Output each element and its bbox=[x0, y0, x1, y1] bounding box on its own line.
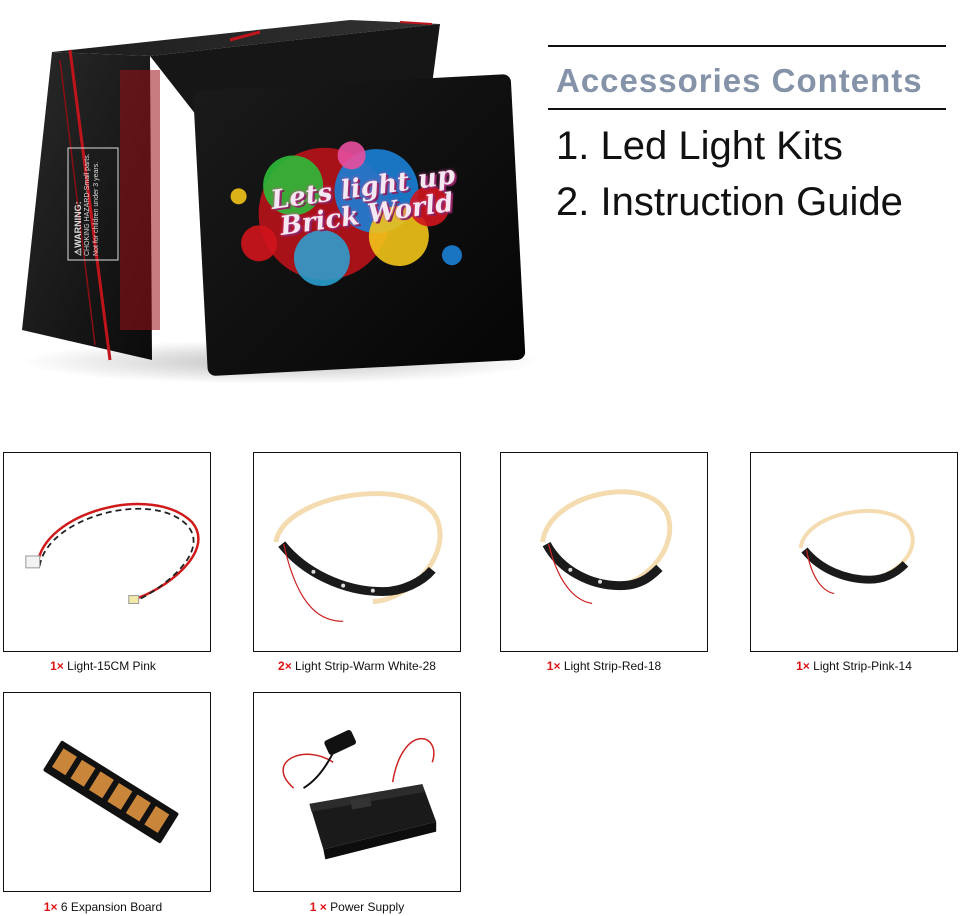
circuit-board-icon bbox=[43, 740, 179, 844]
product-label-2: Light Strip-Warm White-28 bbox=[295, 659, 436, 673]
product-thumb-light-15cm bbox=[3, 452, 211, 652]
product-qty-1: 1× bbox=[50, 659, 64, 673]
wire-icon bbox=[25, 502, 200, 604]
product-label-5: 6 Expansion Board bbox=[60, 900, 163, 914]
product-qty-4: 1× bbox=[796, 659, 810, 673]
contents-item-1: 1. Led Light Kits bbox=[556, 124, 843, 168]
box-warning: ⚠WARNING: CHOKING HAZARD-Small parts. No… bbox=[74, 152, 114, 256]
box-warning-text: CHOKING HAZARD-Small parts. Not for chil… bbox=[84, 153, 100, 256]
bottom-rule bbox=[548, 108, 946, 110]
product-caption-5: 1× 6 Expansion Board bbox=[0, 900, 233, 914]
product-caption-6: 1 × Power Supply bbox=[227, 900, 487, 914]
accessories-title: Accessories Contents bbox=[556, 62, 923, 99]
product-thumb-strip-warm-white bbox=[253, 452, 461, 652]
product-label-6: Power Supply bbox=[330, 900, 405, 914]
product-qty-6: 1 × bbox=[309, 900, 327, 914]
product-thumb-strip-red bbox=[500, 452, 708, 652]
product-qty-3: 1× bbox=[546, 659, 561, 673]
product-caption-4: 1× Light Strip-Pink-14 bbox=[724, 659, 966, 673]
product-caption-2: 2× Light Strip-Warm White-28 bbox=[227, 659, 487, 673]
product-caption-1: 1× Light-15CM Pink bbox=[0, 659, 233, 673]
led-strip-icon bbox=[798, 509, 915, 595]
led-strip-icon bbox=[273, 491, 443, 622]
led-strip-icon bbox=[540, 489, 673, 605]
product-label-1: Light-15CM Pink bbox=[67, 659, 156, 673]
product-label-3: Light Strip-Red-18 bbox=[563, 659, 662, 673]
product-qty-2: 2× bbox=[278, 659, 292, 673]
product-thumb-strip-pink bbox=[750, 452, 958, 652]
product-caption-3: 1× Light Strip-Red-18 bbox=[474, 659, 734, 673]
product-thumb-expansion-board bbox=[3, 692, 211, 892]
battery-box-icon bbox=[282, 730, 437, 860]
contents-item-2: 2. Instruction Guide bbox=[556, 180, 903, 224]
top-rule bbox=[548, 45, 946, 47]
product-qty-5: 1× bbox=[43, 900, 58, 914]
product-box-illustration: Lets light up Brick World ⚠WARNING: CHOK… bbox=[0, 0, 540, 400]
product-thumb-power-supply bbox=[253, 692, 461, 892]
product-label-4: Light Strip-Pink-14 bbox=[813, 659, 912, 673]
box-warning-label: ⚠WARNING: bbox=[74, 201, 83, 256]
